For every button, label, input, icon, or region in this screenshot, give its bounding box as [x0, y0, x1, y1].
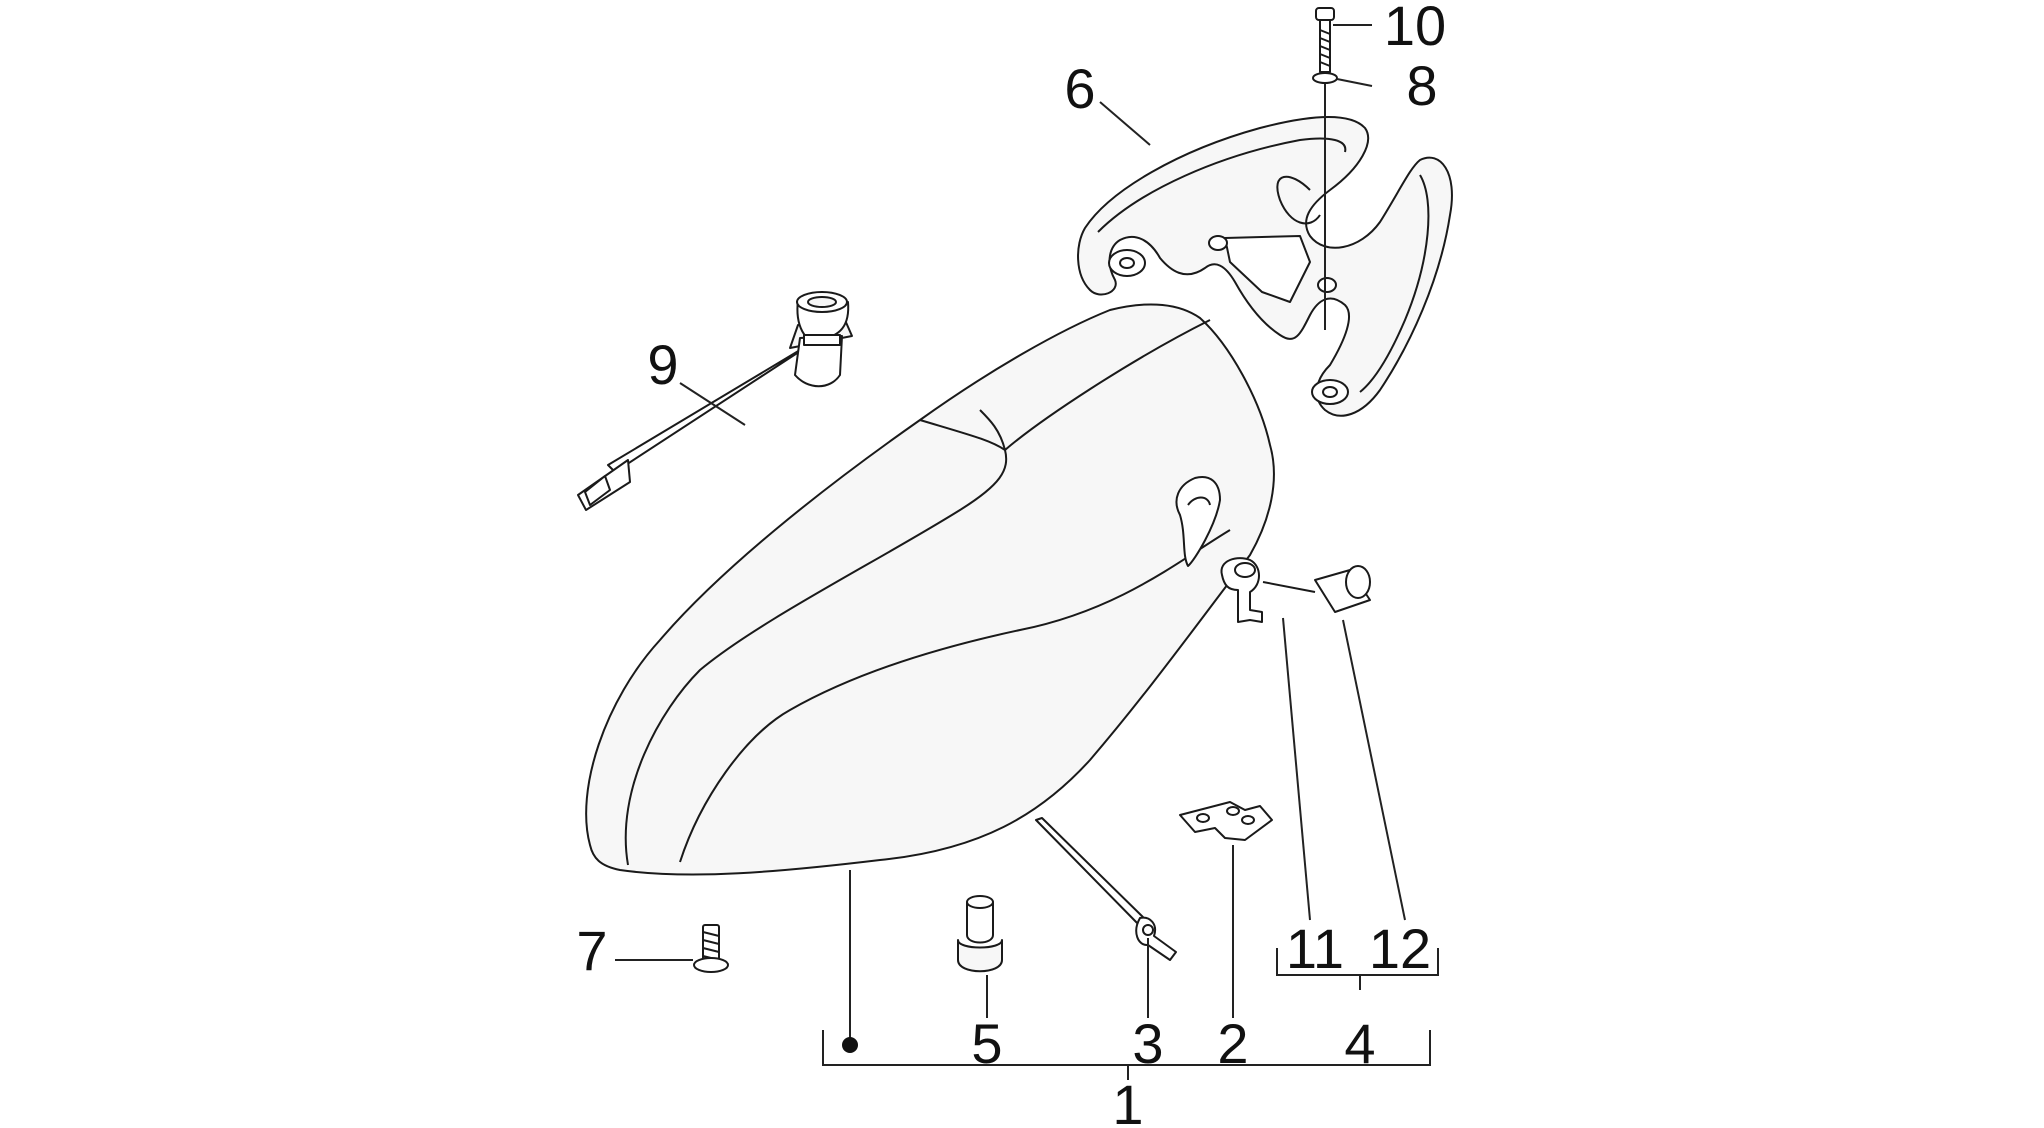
part-12-pin[interactable] [1262, 565, 1371, 613]
callout-1: 1 [1112, 1073, 1143, 1128]
callout-4: 4 [1344, 1012, 1375, 1075]
callout-2: 2 [1217, 1012, 1248, 1075]
part-7-screw[interactable] [693, 924, 729, 973]
part-11-hinge-hook[interactable] [1220, 557, 1263, 623]
callout-11: 11 [1286, 917, 1344, 980]
part-8-washer[interactable] [1312, 72, 1338, 84]
assembly-bracket-4 [1276, 948, 1439, 990]
assembly-bracket-1 [822, 1030, 1431, 1080]
part-10-bolt[interactable] [1315, 7, 1335, 73]
callout-3: 3 [1132, 1012, 1163, 1075]
part-3-cable-tie[interactable] [1035, 817, 1177, 961]
callout-5: 5 [971, 1012, 1002, 1075]
leader-lines [615, 24, 1406, 1018]
callout-10: 10 [1384, 0, 1446, 57]
part-9-wrench[interactable] [577, 291, 853, 511]
callout-8: 8 [1406, 54, 1437, 117]
part-6-rear-grab-rail[interactable] [1077, 116, 1453, 417]
seat-reference-dot [842, 1037, 858, 1053]
callout-6: 6 [1064, 57, 1095, 120]
part-1-seat[interactable] [585, 303, 1275, 876]
callout-12: 12 [1369, 917, 1431, 980]
callout-labels: 10 8 6 9 7 11 12 5 3 2 4 1 [576, 0, 1446, 1128]
part-2-bracket-plate[interactable] [1179, 801, 1273, 841]
part-5-rubber-buffer[interactable] [957, 895, 1003, 973]
callout-7: 7 [576, 919, 607, 982]
callout-9: 9 [647, 333, 678, 396]
